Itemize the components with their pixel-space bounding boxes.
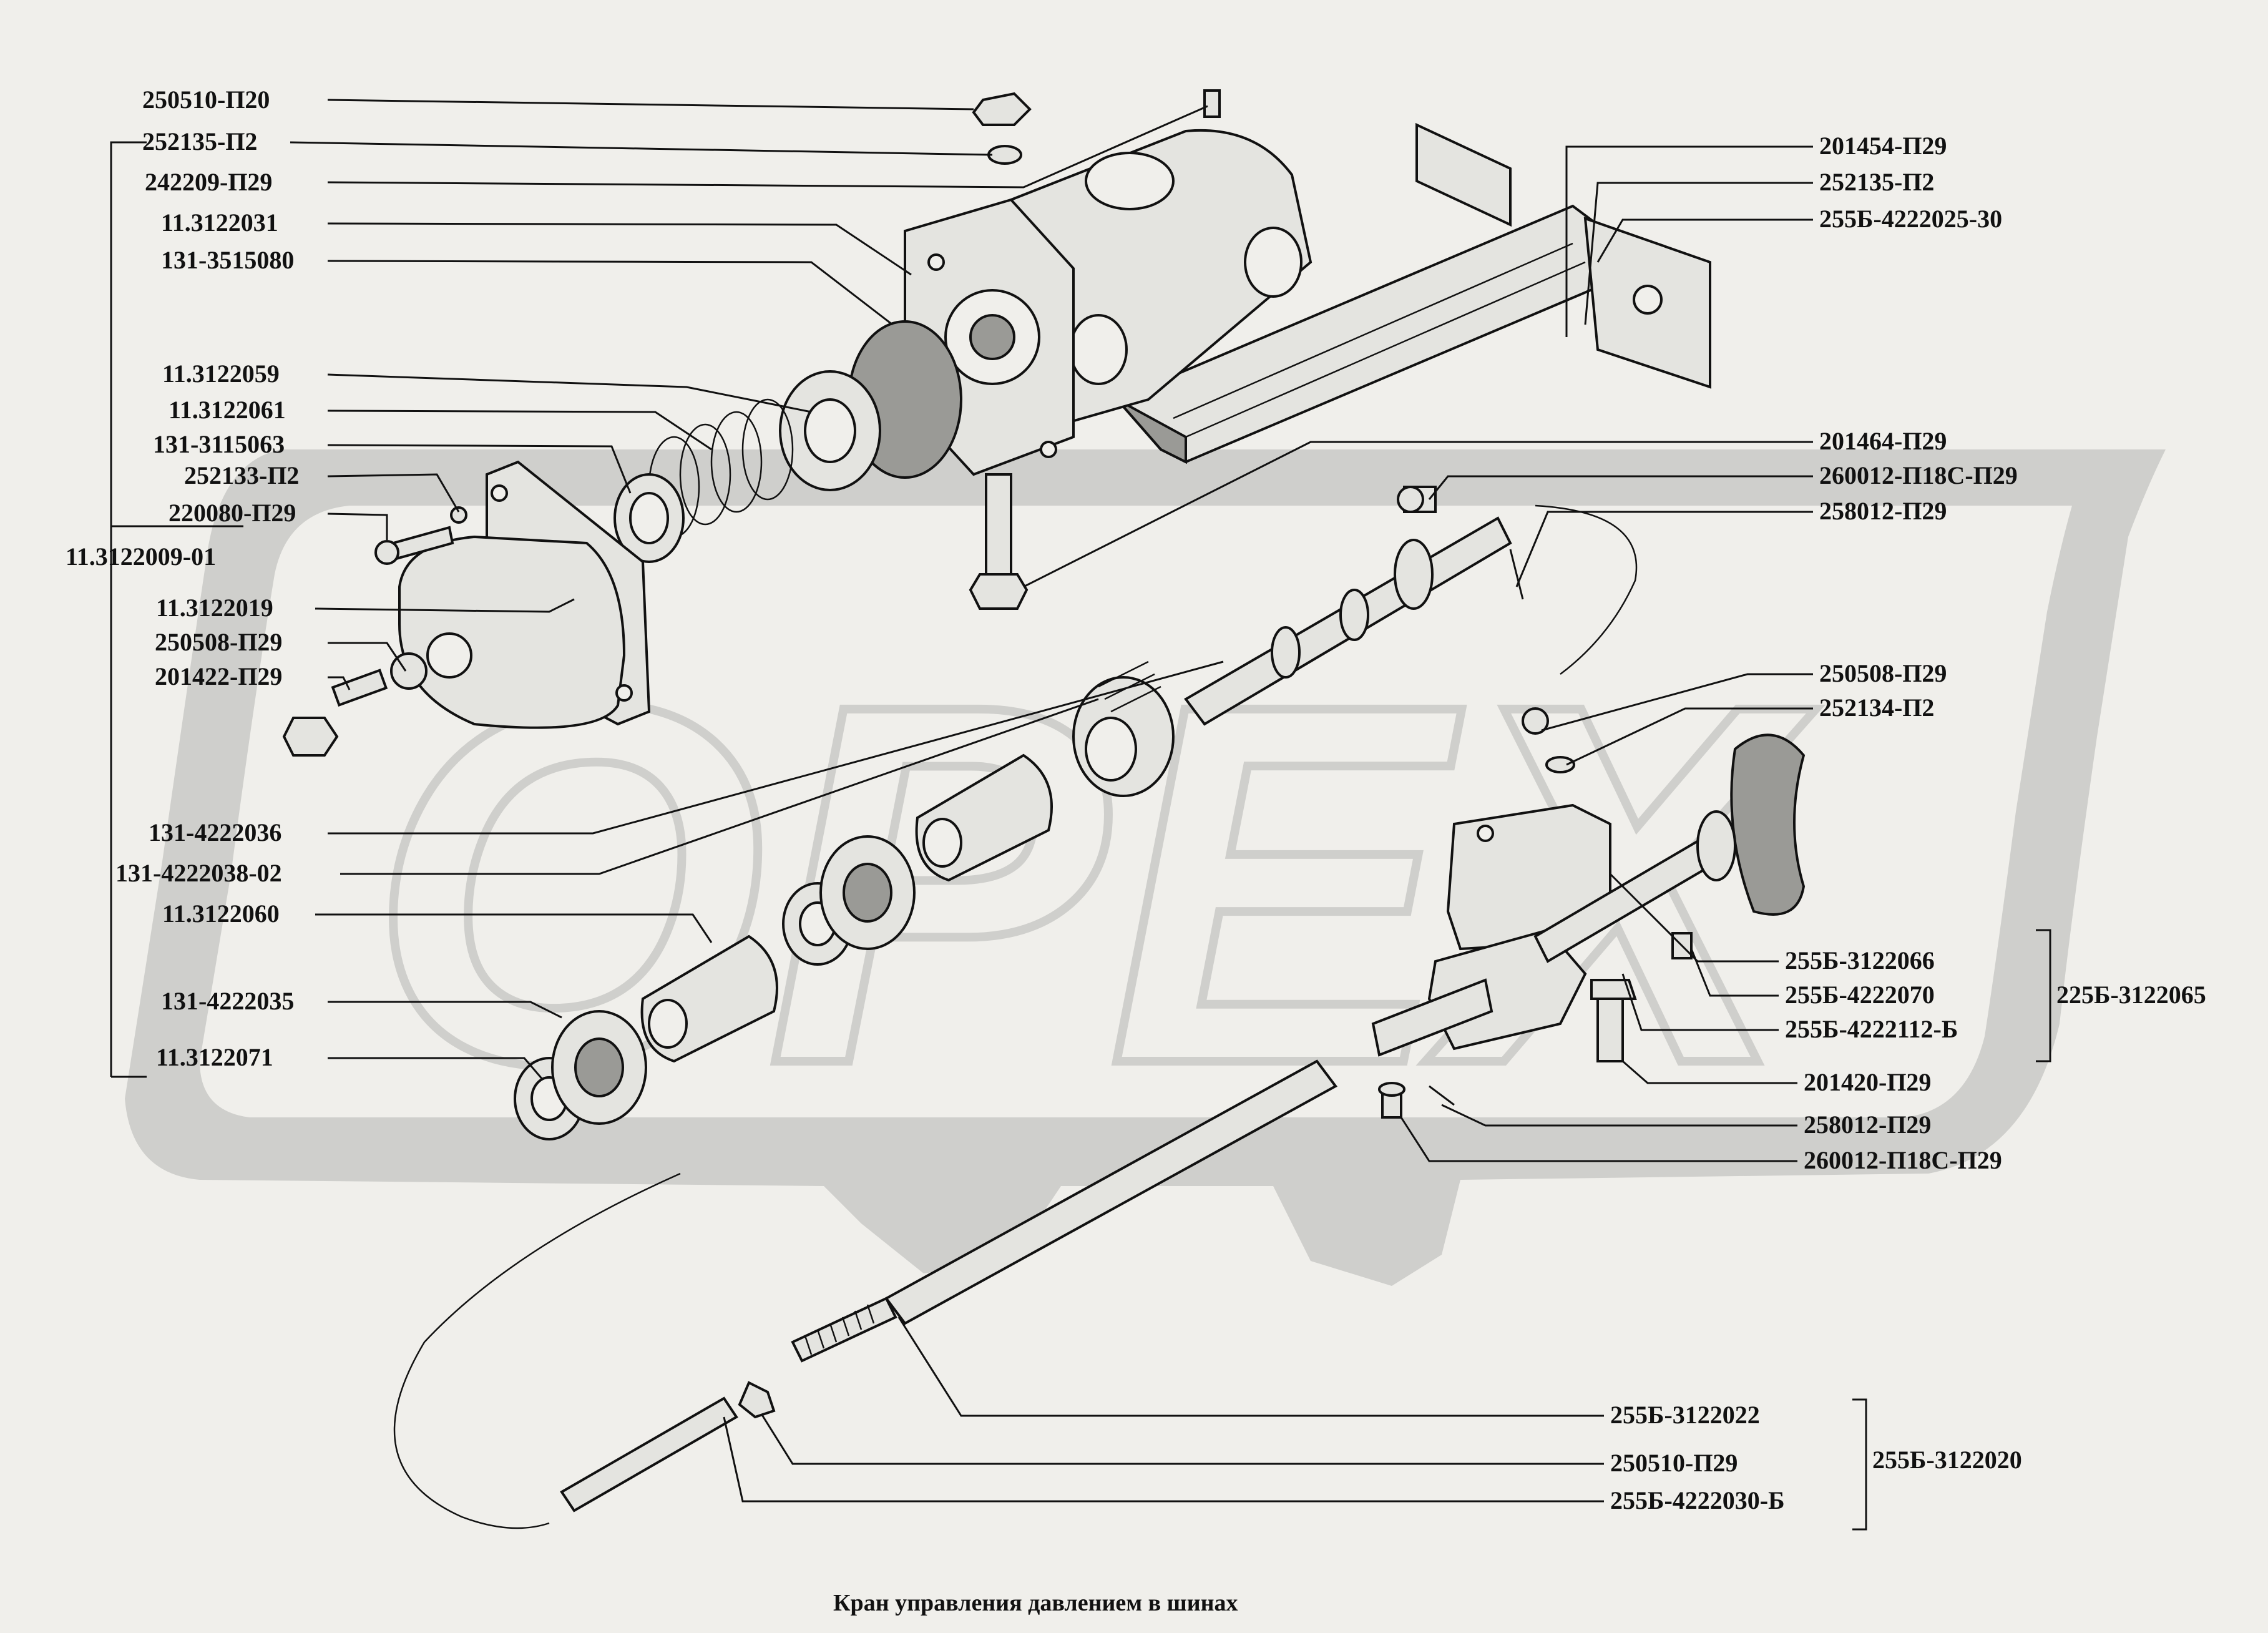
link-curve-top [1535,504,1638,675]
label-201422-p29: 201422-П29 [155,662,282,690]
labels-bottom: 255Б-3122022 250510-П29 255Б-4222030-Б 2… [1610,1401,2022,1514]
label-225b-3122065: 225Б-3122065 [2056,981,2206,1009]
label-255b-3122066: 255Б-3122066 [1785,946,1935,974]
label-201464-p29: 201464-П29 [1819,427,1947,455]
label-201454-p29: 201454-П29 [1819,132,1947,160]
label-252135-p2: 252135-П2 [142,127,257,155]
labels-right: 201454-П29 252135-П2 255Б-4222025-30 201… [1785,132,2206,1174]
label-258012-p29-lower: 258012-П29 [1804,1111,1931,1139]
diagram-caption: Кран управления давлением в шинах [833,1590,1238,1616]
link-curve-bottom [393,1172,681,1529]
leader-lines-right [1023,145,1813,1162]
label-250508-p29-right: 250508-П29 [1819,659,1947,687]
label-252134-p2: 252134-П2 [1819,694,1934,722]
label-131-3515080: 131-3515080 [161,246,294,274]
label-11-3122019: 11.3122019 [156,594,273,622]
label-11-3122009-01: 11.3122009-01 [66,542,216,571]
valve-cover [398,460,651,729]
label-11-3122071: 11.3122071 [156,1043,273,1071]
label-250510-p29: 250510-П29 [1610,1449,1738,1477]
labels-left: 250510-П20 252135-П2 242209-П29 11.31220… [66,86,299,1071]
label-255b-4222030-b: 255Б-4222030-Б [1610,1486,1785,1514]
label-252135-p2-right: 252135-П2 [1819,168,1934,196]
label-255b-3122020: 255Б-3122020 [1872,1446,2022,1474]
label-260012-p18s-p29: 260012-П18С-П29 [1819,461,2018,489]
left-group-bracket [110,141,243,1078]
control-rod [560,1059,1337,1513]
label-255b-4222112-b: 255Б-4222112-Б [1785,1015,1958,1043]
label-242209-p29: 242209-П29 [145,168,272,196]
label-201420-p29: 201420-П29 [1804,1068,1931,1096]
label-131-3115063: 131-3115063 [153,430,285,458]
leader-lines-bottom [723,1317,1604,1503]
label-255b-4222025-30: 255Б-4222025-30 [1819,205,2002,233]
label-252133-p2: 252133-П2 [184,461,299,489]
label-255b-4222070: 255Б-4222070 [1785,981,1935,1009]
label-11-3122061: 11.3122061 [169,396,286,424]
label-131-4222035: 131-4222035 [161,987,294,1015]
label-11-3122059: 11.3122059 [162,360,280,388]
label-250510-p20: 250510-П20 [142,86,270,114]
right-group-bracket [2036,929,2051,1062]
label-255b-3122022: 255Б-3122022 [1610,1401,1760,1429]
lever-assembly [1371,707,1806,1119]
mounting-bracket [1115,122,1711,464]
label-131-4222036: 131-4222036 [149,818,281,846]
left-fasteners [282,89,1221,757]
label-260012-p18s-p29-lower: 260012-П18С-П29 [1804,1146,2002,1174]
label-11-3122031: 11.3122031 [161,208,278,237]
bearings-and-sleeves [514,660,1175,1140]
bottom-group-bracket [1852,1398,1867,1531]
leader-lines-left [290,99,1224,1081]
label-131-4222038-02: 131-4222038-02 [115,859,282,887]
label-258012-p29: 258012-П29 [1819,497,1947,525]
label-11-3122060: 11.3122060 [162,900,280,928]
shaft [1184,486,1524,726]
label-250508-p29: 250508-П29 [155,628,282,656]
label-220080-p29: 220080-П29 [169,499,296,527]
